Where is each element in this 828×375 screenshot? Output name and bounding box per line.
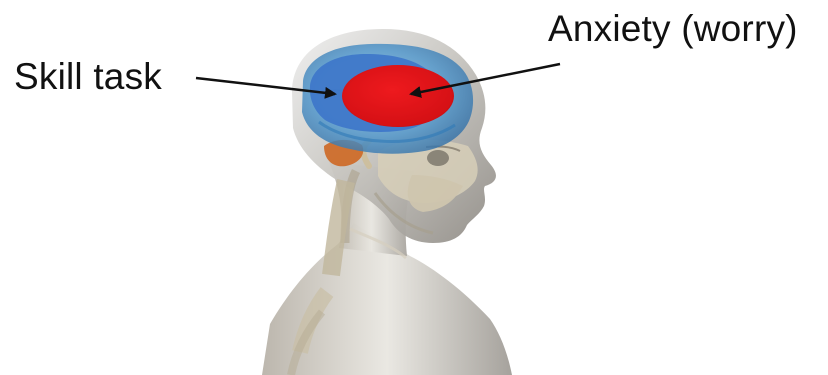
skill-task-label: Skill task [14,58,162,95]
eye-socket [427,150,449,166]
anxiety-label: Anxiety (worry) [548,10,798,47]
